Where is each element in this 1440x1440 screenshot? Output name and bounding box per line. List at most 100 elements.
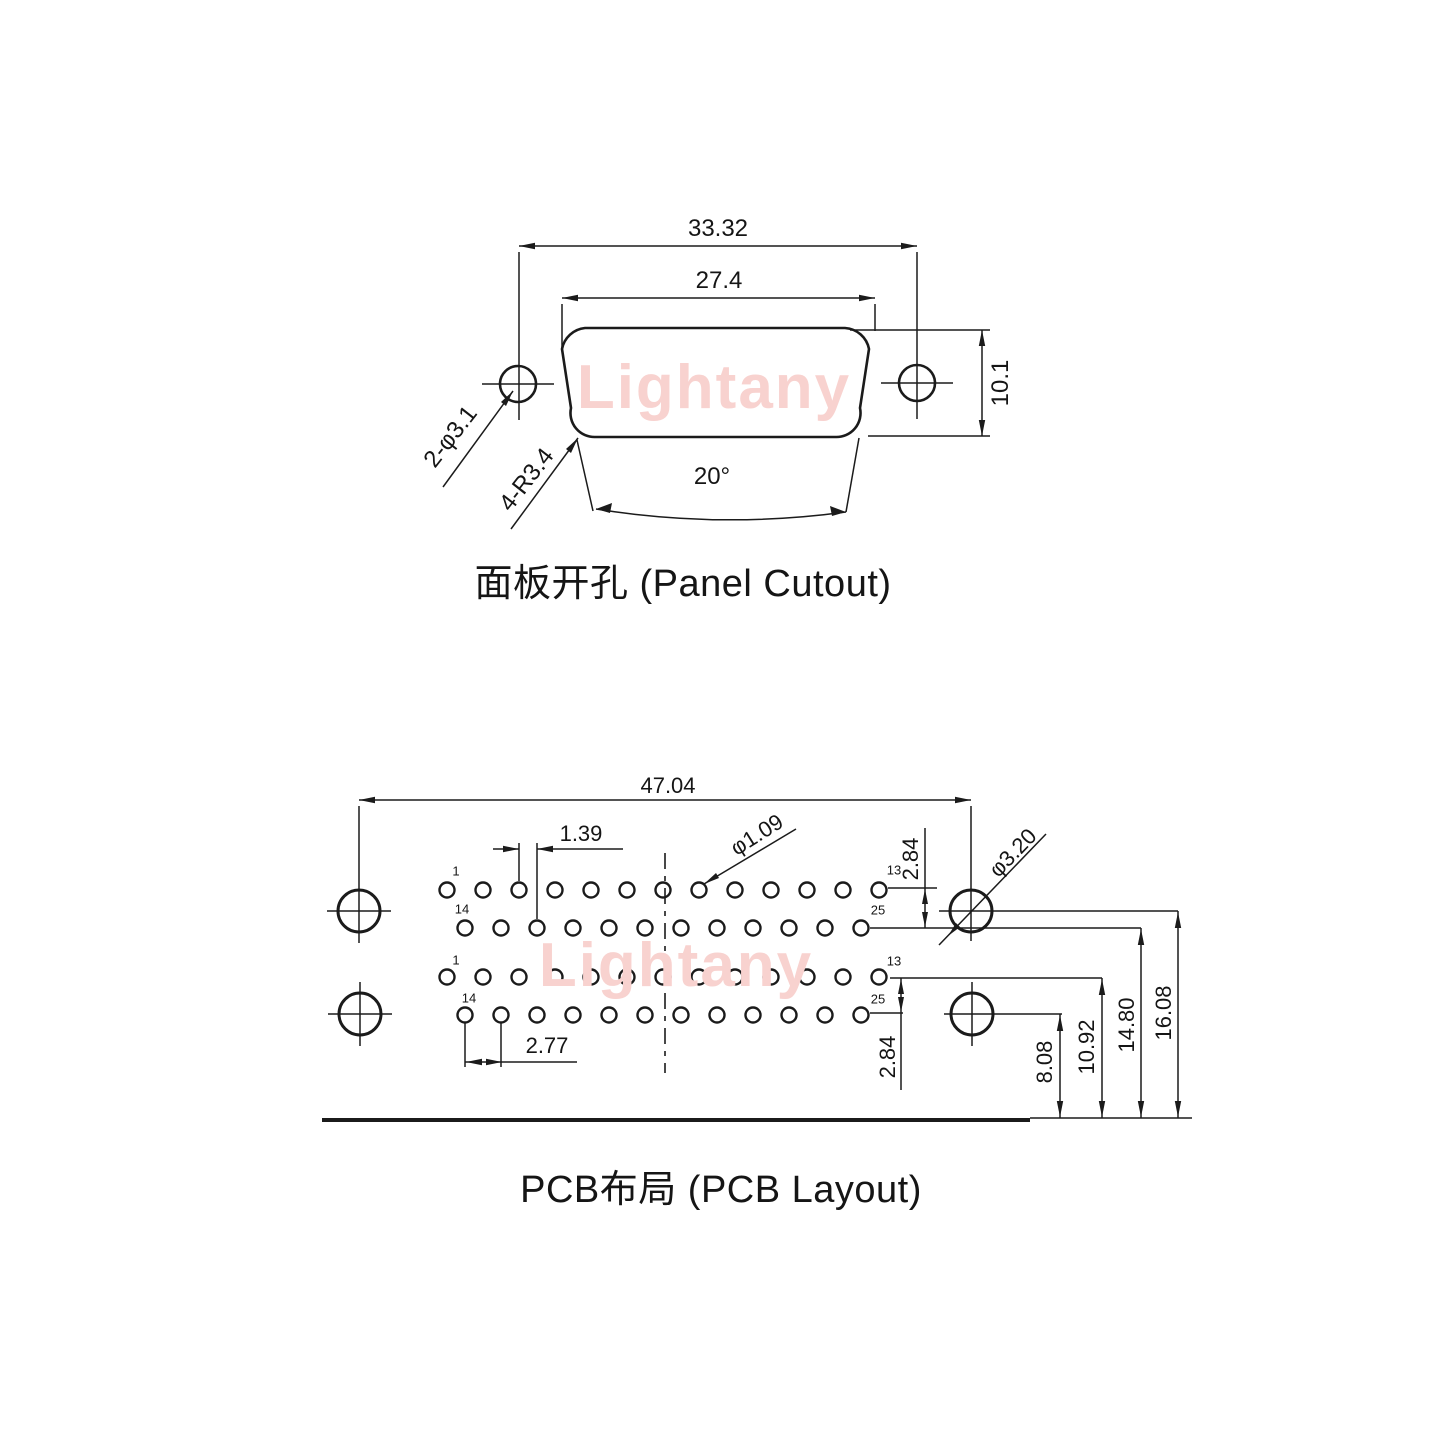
pin-hole [870,968,888,986]
pin-hole [510,968,528,986]
pin-hole [492,1006,510,1024]
dim-row-spacing-upper: 2.84 [898,837,923,881]
pin-hole [798,968,816,986]
dim-taper-angle: 20° [693,463,731,490]
pin-hole [600,1006,618,1024]
pin-label-upper-13: 13 [886,862,902,878]
dim-16-08-lines [1174,911,1182,1118]
pin-label-upper-14: 14 [454,901,470,917]
pin-hole [600,919,618,937]
pcb-layout-caption: PCB布局 (PCB Layout) [520,1169,922,1211]
pin-hole-field [438,881,888,1024]
pin-hole [528,1006,546,1024]
pin-hole [816,1006,834,1024]
pin-hole [654,968,672,986]
pcb-layout-view [322,796,1192,1122]
dim-row-spacing-upper-lines [922,828,928,928]
pin-hole [636,1006,654,1024]
watermark-top: Lightany [576,353,852,422]
pcb-mounting-hole-bottom-left [328,982,392,1046]
dim-row13-to-edge: 10.92 [1074,1019,1099,1075]
dim-overall-width-lines [518,242,918,420]
pin-hole [834,881,852,899]
pin-hole [654,881,672,899]
pin-hole [474,881,492,899]
dim-pin-pitch-lines [464,1023,577,1067]
reference-lines [870,887,1141,1014]
pin-hole [870,881,888,899]
dim-cutout-height-lines [850,329,990,437]
dim-row-spacing-lower-lines [898,978,904,1090]
dsub-cutout-outline [560,326,871,439]
leader-mounting-hole-dia [938,833,1047,946]
dim-pin-pitch: 2.77 [525,1033,569,1058]
pcb-board-edge [322,1117,1192,1122]
pin-hole [618,968,636,986]
pin-hole [708,1006,726,1024]
pin-hole [726,968,744,986]
dim-14-80-lines [1137,928,1145,1118]
pin-hole [726,881,744,899]
dim-8-08-lines [1056,1014,1064,1118]
pin-label-upper-25: 25 [870,902,886,918]
dim-mount-top-to-edge: 16.08 [1151,985,1176,1041]
pin-hole [744,919,762,937]
pin-hole [762,881,780,899]
pin-hole [546,881,564,899]
pin-hole [564,1006,582,1024]
leader-pin-hole-dia [703,828,797,885]
pin-hole [474,968,492,986]
pin-hole [852,919,870,937]
panel-cutout-view [442,242,990,530]
dim-row25-to-edge: 14.80 [1114,997,1139,1053]
dim-overall-width: 33.32 [687,215,749,242]
pin-hole [672,919,690,937]
pin-hole [798,881,816,899]
dim-mount-bottom-to-edge: 8.08 [1032,1040,1057,1084]
pin-label-lower-14: 14 [461,990,477,1006]
pin-hole [618,881,636,899]
pin-hole [762,968,780,986]
pin-hole [816,919,834,937]
pin-hole [582,881,600,899]
pin-hole [636,919,654,937]
pin-hole [744,1006,762,1024]
dim-pcb-overall-width: 47.04 [640,773,696,798]
pcb-mounting-hole-bottom-right [944,982,1062,1046]
pin-hole [834,968,852,986]
pin-hole [546,968,564,986]
pin-hole [456,919,474,937]
pin-hole [690,881,708,899]
panel-mounting-hole-left [482,364,554,404]
pin-hole [780,919,798,937]
pin-hole [780,1006,798,1024]
pin-hole [708,919,726,937]
pin-hole [492,919,510,937]
pin-label-lower-25: 25 [870,991,886,1007]
dim-cutout-width-lines [561,294,876,348]
dim-row-spacing-lower: 2.84 [875,1035,900,1079]
panel-mounting-hole-right [881,363,953,403]
pin-hole [582,968,600,986]
dim-cutout-width: 27.4 [695,267,743,294]
panel-cutout-caption: 面板开孔 (Panel Cutout) [474,563,892,605]
dim-row-offset-lines [493,843,623,919]
pin-hole [672,1006,690,1024]
leader-mounting-holes [442,390,514,488]
dim-cutout-height: 10.1 [987,359,1014,407]
leader-corner-radius [510,437,579,530]
pin-label-lower-13: 13 [886,953,902,969]
pin-hole [564,919,582,937]
pin-hole [510,881,528,899]
pin-hole [528,919,546,937]
pin-hole [852,1006,870,1024]
dim-taper-angle-lines [576,437,860,521]
pin-label-upper-1: 1 [452,863,460,879]
pin-hole [438,968,456,986]
pin-hole [690,968,708,986]
pin-hole [456,1006,474,1024]
pin-hole [438,881,456,899]
pcb-mounting-hole-top-left [327,879,391,943]
